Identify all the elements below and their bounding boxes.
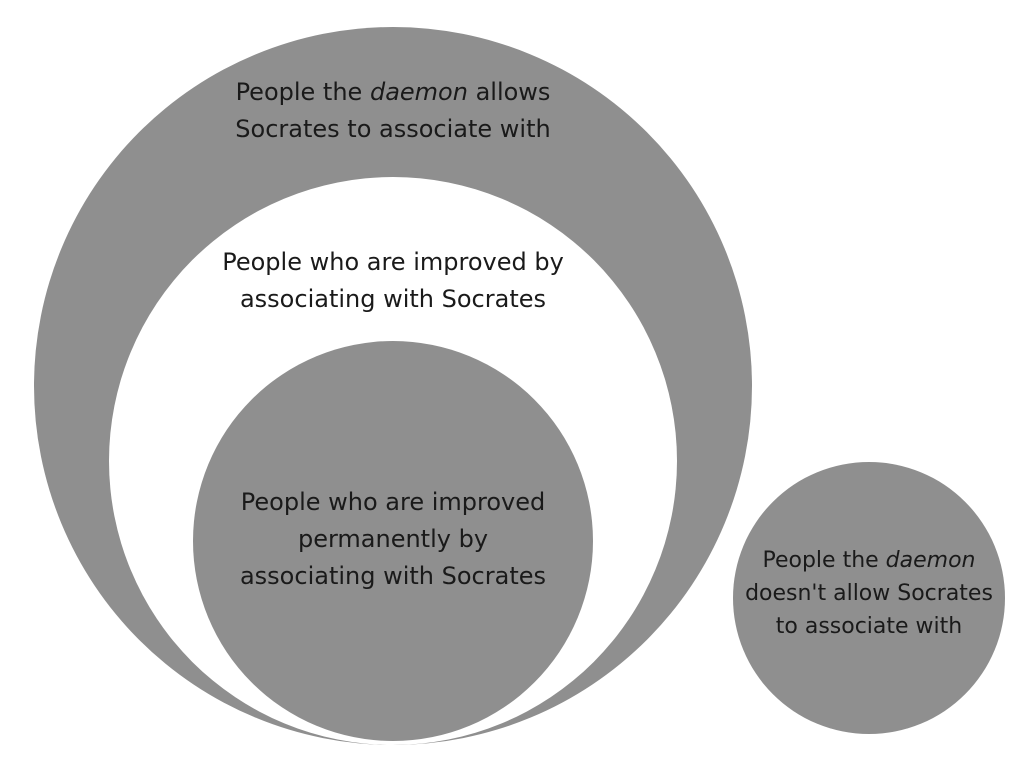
inner-circle-label: People who are improved permanently by a… bbox=[193, 484, 593, 595]
side-label-line3: to associate with bbox=[775, 614, 963, 639]
outer-label-line2: Socrates to associate with bbox=[235, 115, 551, 143]
side-label-line2: doesn't allow Socrates bbox=[745, 581, 993, 606]
side-circle-label: People the daemon doesn't allow Socrates… bbox=[733, 544, 1005, 643]
outer-label-text-b: allows bbox=[467, 78, 551, 106]
middle-label-line2: associating with Socrates bbox=[239, 285, 547, 313]
middle-circle-label: People who are improved by associating w… bbox=[170, 244, 616, 318]
inner-label-line1: People who are improved bbox=[240, 488, 546, 516]
middle-label-line1: People who are improved by bbox=[222, 248, 564, 276]
outer-label-italic-daemon: daemon bbox=[369, 78, 468, 106]
inner-label-line2: permanently by bbox=[297, 525, 489, 553]
outer-circle-label: People the daemon allows Socrates to ass… bbox=[180, 74, 606, 148]
side-circle-not-allowed bbox=[733, 462, 1005, 734]
outer-label-line1: People the daemon allows bbox=[180, 74, 606, 111]
side-label-italic-daemon: daemon bbox=[885, 548, 976, 573]
inner-label-line3: associating with Socrates bbox=[239, 562, 547, 590]
inner-circle-improved-permanently bbox=[193, 341, 593, 741]
outer-label-text-a: People the bbox=[235, 78, 370, 106]
side-label-text-a: People the bbox=[762, 548, 886, 573]
side-label-line1: People the daemon bbox=[733, 544, 1005, 577]
